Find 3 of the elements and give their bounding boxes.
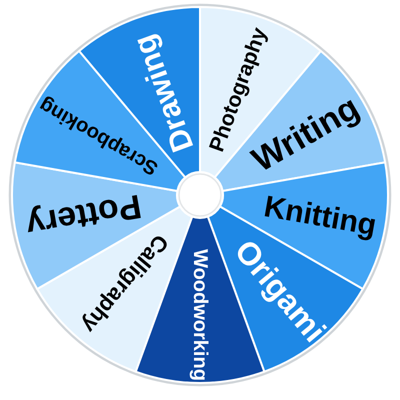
segment-label: Woodworking xyxy=(189,249,211,381)
segment-label: Knitting xyxy=(262,190,379,242)
segment-label: Pottery xyxy=(23,186,144,244)
